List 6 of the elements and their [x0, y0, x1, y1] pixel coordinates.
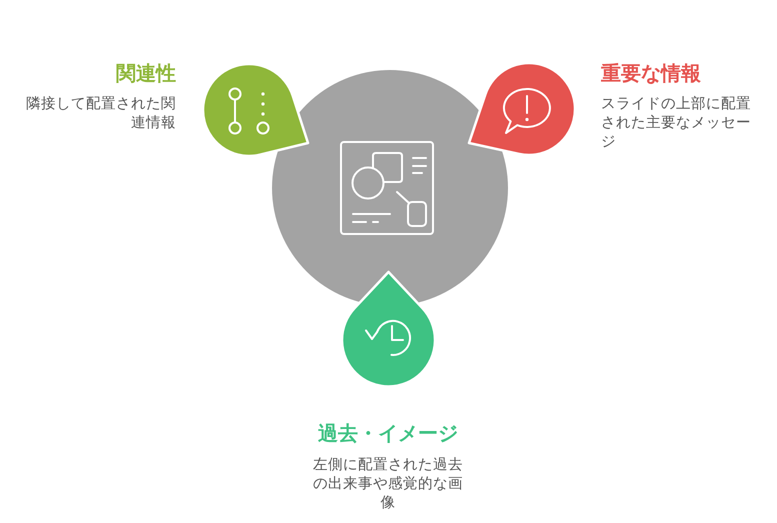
description: 隣接して配置された関連情報 [26, 95, 176, 133]
heading: 過去・イメージ [318, 421, 458, 445]
heading: 関連性 [116, 61, 176, 85]
description: スライドの上部に配置された主要なメッセージ [601, 95, 751, 152]
heading: 重要な情報 [601, 61, 701, 85]
description: 左側に配置された過去の出来事や感覚的な画像 [313, 456, 463, 513]
